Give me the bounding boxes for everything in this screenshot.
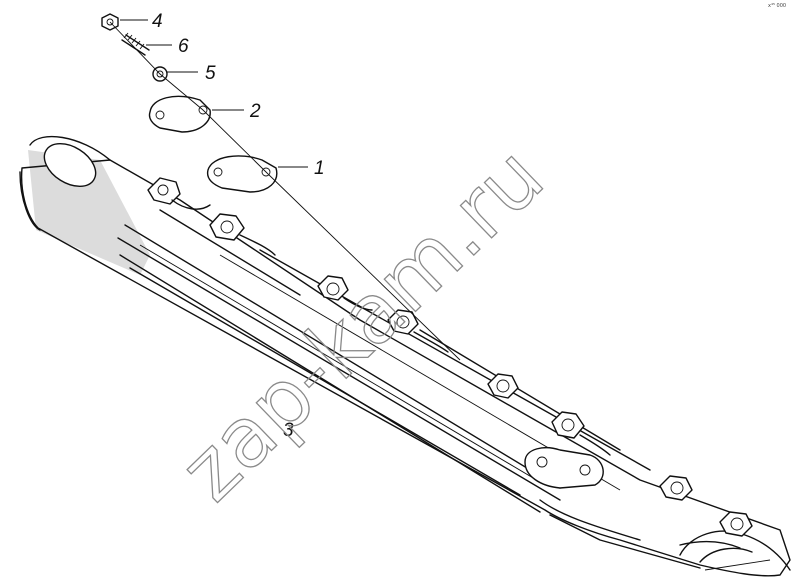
leader-lines [120, 19, 308, 168]
callout-2: 2 [249, 101, 261, 122]
assembly-axis-line [109, 21, 461, 361]
callout-5: 5 [205, 63, 216, 84]
part-6-stud [121, 32, 150, 56]
part-1-flange-plate [206, 155, 278, 193]
callout-6: 6 [178, 36, 189, 57]
corner-code: x⁴⁵ 000 [768, 3, 786, 9]
callout-1: 1 [314, 158, 325, 179]
callout-4: 4 [152, 11, 163, 32]
part-3-manifold [19, 135, 791, 577]
part-2-gasket [148, 95, 211, 133]
callout-3: 3 [283, 420, 294, 441]
